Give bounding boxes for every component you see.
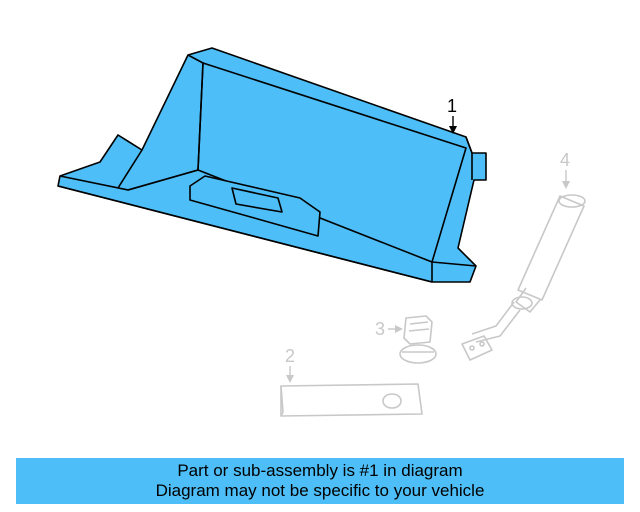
callout-4: 4 xyxy=(560,150,570,170)
callout-2-arrow xyxy=(286,366,294,383)
callout-4-arrow xyxy=(562,170,570,189)
callout-1-arrow xyxy=(449,116,457,134)
banner-line-part: Part or sub-assembly is #1 in diagram xyxy=(177,461,463,480)
part-1-glove-box xyxy=(57,47,487,283)
callout-1: 1 xyxy=(447,96,457,116)
callout-3-arrow xyxy=(388,325,403,333)
part-2-glove-box-stop xyxy=(280,383,423,417)
part-3-screw xyxy=(399,315,437,364)
banner-line-disclaimer: Diagram may not be specific to your vehi… xyxy=(155,481,485,500)
callout-2: 2 xyxy=(285,346,295,366)
part-4-damper xyxy=(461,194,586,361)
info-banner: Part or sub-assembly is #1 in diagram Di… xyxy=(16,458,624,504)
callout-3: 3 xyxy=(375,319,385,339)
